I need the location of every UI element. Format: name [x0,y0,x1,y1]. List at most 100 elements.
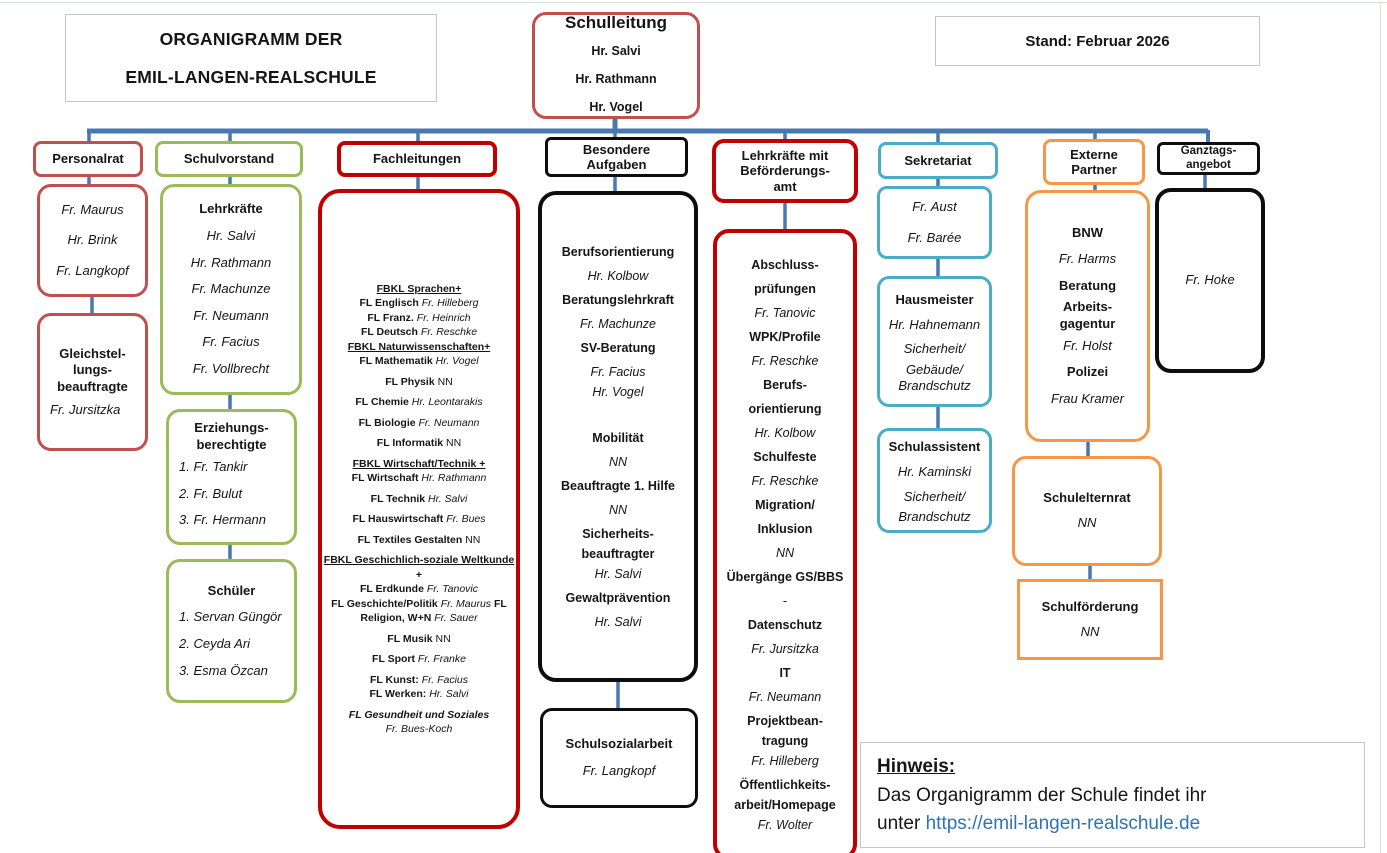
text-segment: FL Physik [385,375,438,388]
text-line: Hr. Rathmann [575,72,657,87]
column-header-sekretariat: Sekretariat [878,142,998,179]
text-line: Brandschutz [898,378,971,394]
text-line: BNW [1071,224,1104,240]
text-line: FL Hauswirtschaft Fr. Bues [352,512,485,527]
text-line: Hausmeister [895,291,974,307]
text-line: Migration/ [755,497,815,512]
text-line: Mobilität [592,430,644,445]
text-line: FL Englisch Fr. Hilleberg [359,296,478,311]
text-segment: Hr. Salvi [429,688,469,700]
text-segment: Religion, W+N [360,612,435,624]
text-line: Sekretariat [904,152,972,168]
text-line: orientierung [748,401,822,416]
text-line: Fr. Facius [202,334,260,350]
text-line: + [415,568,423,581]
text-line: SV-Beratung [580,340,656,355]
text-line: Hr. Salvi [594,566,642,581]
text-line: Gewaltprävention [565,590,671,605]
page-edge-top [0,2,1387,3]
text-segment: Fr. Facius [421,673,468,686]
text-line: Hr. Kaminski [897,463,972,479]
text-line: - [782,593,788,608]
text-line: Beauftragte 1. Hilfe [561,478,675,493]
hinweis-title: Hinweis: [877,756,956,777]
text-line: FL Erdkunde Fr. Tanovic [360,582,478,597]
text-line: FL Kunst: Fr. Facius [370,673,468,688]
text-line: FL Werken: Hr. Salvi [369,687,468,702]
text-line: IT [779,665,791,680]
text-line: Fr. Neumann [193,307,269,323]
text-line: Fr. Holst [1063,337,1112,353]
text-line: tragung [761,733,809,748]
text-line: Besondere [582,141,651,157]
text-segment: NN [435,632,451,645]
text-line: beauftragte [57,379,128,394]
text-line: Fr. Wolter [757,817,813,832]
text-line: Berufsorientierung [561,244,675,259]
text-line: FBKL Wirtschaft/Technik + [352,457,486,470]
text-line: ORGANIGRAMM DER [159,28,343,49]
text-line: Hr. Vogel [592,384,644,399]
text-line: WPK/Profile [749,329,821,344]
text-line: Fr. Hilleberg [751,753,819,768]
text-segment: FL Hauswirtschaft [352,513,447,525]
text-segment: FL Deutsch [360,326,421,338]
text-line: FBKL Naturwissenschaften+ [347,340,491,353]
text-segment: Fr. Franke [417,653,466,665]
date-label: Stand: Februar 2026 [1025,32,1170,50]
text-line: Hr. Kolbow [587,268,649,283]
text-segment: FL Technik [370,492,429,505]
text-line: Erziehungs- [194,419,269,435]
text-line: Beförderungs- [740,163,830,179]
text-segment: FL Franz. [367,311,417,324]
text-segment: NN [437,375,453,388]
text-line: FL Biologie Fr. Neumann [359,416,480,431]
text-line: Hr. Salvi [206,227,256,243]
text-line: Externe [1070,146,1118,162]
website-link[interactable]: https://emil-langen-realschule.de [925,813,1201,834]
text-segment: FL Geschichte/Politik [331,597,441,610]
text-segment: NN [446,437,462,449]
text-line: FL Sport Fr. Franke [372,652,466,667]
text-segment: FL Sport [372,653,418,665]
text-line: Personalrat [52,151,124,167]
text-line: FBKL Geschichlich-soziale Weltkunde [323,554,515,566]
column-header-schulvorstand: Schulvorstand [155,141,303,177]
text-line: Schulsozialarbeit [565,736,673,752]
text-segment: Fr. Sauer [434,612,478,624]
text-line: FL Deutsch Fr. Reschke [361,325,477,340]
text-segment: Fr. Neumann [418,416,480,429]
text-line: Fr. Langkopf [56,262,129,278]
text-line: FL Franz. Fr. Heinrich [367,311,470,326]
text-line: EMIL-LANGEN-REALSCHULE [125,67,377,87]
text-line: Sicherheit/ [903,341,966,357]
text-line: NN [1077,515,1097,530]
text-line: Gebäude/ [905,361,964,377]
text-line: Fr. Neumann [748,689,822,704]
text-segment: FL Mathematik [359,355,436,367]
text-line: Fr. Tanovic [754,305,816,320]
text-segment: Fr. Hilleberg [421,297,479,309]
text-line: Arbeits- [1062,299,1113,315]
text-line: Schulfeste [753,449,817,464]
text-line: Sicherheits- [582,526,654,541]
text-line: FL Textiles Gestalten NN [358,533,481,548]
text-segment: Fr. Maurus [440,597,492,610]
chart-title-box: ORGANIGRAMM DER EMIL-LANGEN-REALSCHULE [65,14,437,102]
text-line: Schulelternrat [1043,490,1131,506]
text-line: amt [773,178,797,194]
text-line: Fr. Facius [590,364,646,379]
text-segment: Fr. Bues [446,513,486,525]
text-line: Beratungslehrkraft [562,292,674,307]
text-line: FL Wirtschaft Hr. Rathmann [352,471,487,486]
text-segment: NN [465,533,481,546]
text-line: Fr. Vollbrecht [192,361,270,377]
text-line: Fr. Hoke [1185,272,1235,288]
